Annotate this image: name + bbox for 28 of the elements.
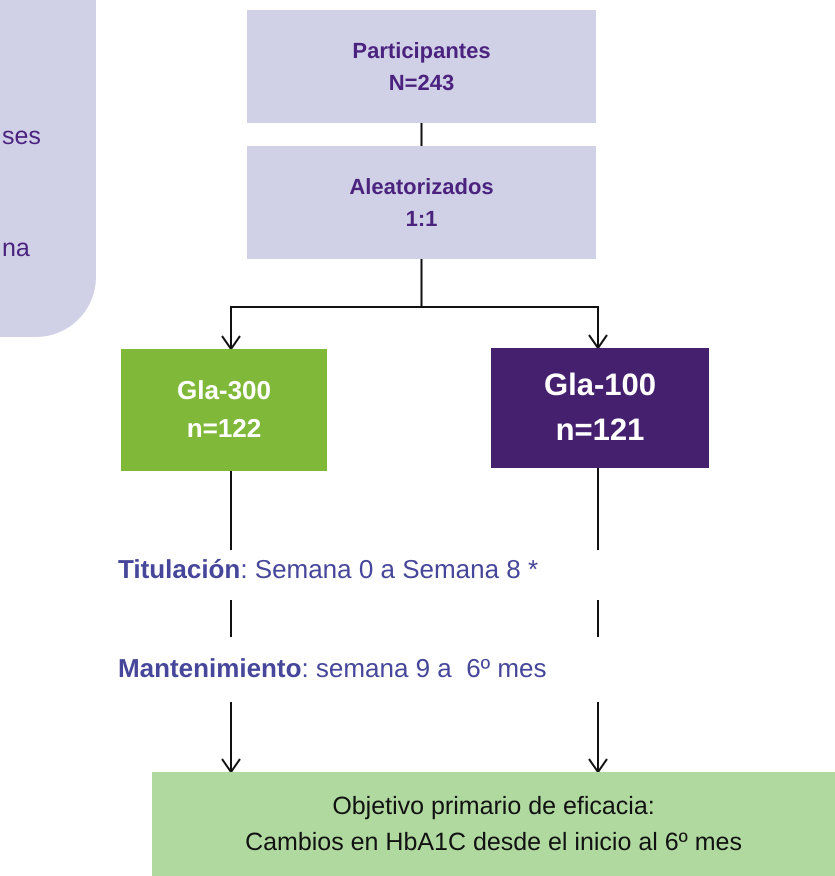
box-text: 1:1 (406, 204, 438, 232)
box-text: Cambios en HbA1C desde el inicio al 6º mes (245, 827, 742, 858)
outcome-box (152, 772, 835, 876)
box-text: N=243 (388, 68, 454, 96)
box-text: Aleatorizados (349, 172, 494, 201)
arm-box (491, 348, 709, 468)
flow-box (247, 10, 596, 123)
side-panel (0, 0, 96, 337)
box-text: Participantes (352, 36, 491, 65)
box-text: Gla-100 (544, 366, 656, 404)
flow-box (247, 146, 596, 259)
connector-line (230, 471, 232, 550)
connector-line (230, 600, 232, 637)
box-text: n=122 (186, 412, 262, 445)
connector-line (597, 468, 599, 550)
arm-box (121, 349, 327, 471)
panel-text: ses (2, 121, 41, 152)
phase-text: Titulación: Semana 0 a Semana 8 * (118, 553, 538, 586)
arrow (420, 259, 608, 349)
arrow (221, 702, 241, 773)
box-text: n=121 (556, 411, 644, 449)
box-text: Objetivo primario de eficacia: (332, 790, 655, 822)
arrow (588, 702, 608, 773)
connector-line (420, 123, 422, 146)
box-text: Gla-300 (177, 374, 271, 408)
phase-text: Mantenimiento: semana 9 a 6º mes (118, 652, 547, 686)
panel-text: na (2, 233, 30, 264)
connector-line (597, 600, 599, 637)
